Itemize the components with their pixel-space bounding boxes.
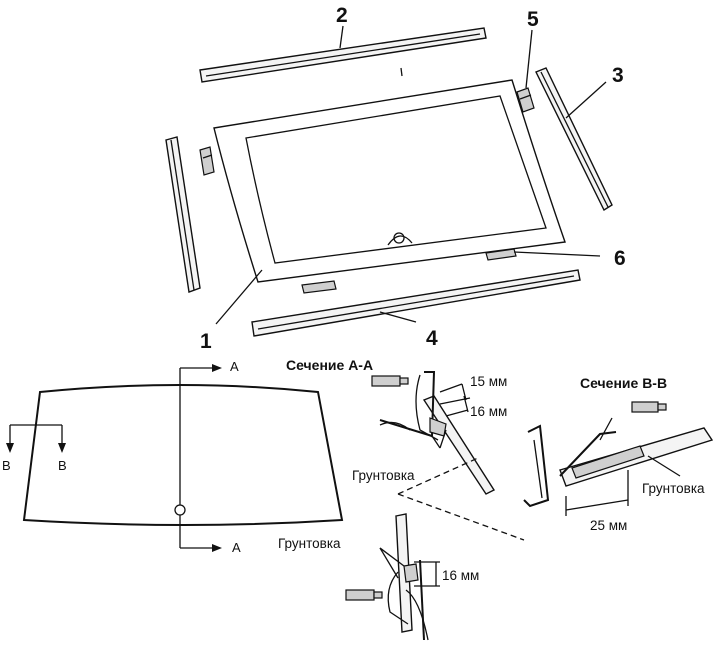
section-mark-a-bottom: A [232,540,241,555]
bottom-molding-part-4 [251,269,581,337]
section-bb-dim-25: 25 мм [590,518,627,533]
section-mark-a-top: A [230,359,239,374]
spacer-part-6 [485,248,517,261]
section-aa-primer-label: Грунтовка [352,468,415,483]
primer-tube-icon-lower [345,589,383,601]
primer-tube-icon [371,375,409,387]
callout-leaders [215,25,607,325]
callout-5: 5 [527,8,539,31]
spacer-center [301,280,337,294]
section-bb-drawing [523,401,714,516]
section-aa-title: Сечение А-А [286,357,373,373]
left-clip [199,146,215,176]
top-molding-part-2 [199,27,487,83]
lower-section-drawing [345,513,440,641]
projection-lines [397,457,525,541]
callout-2: 2 [336,4,348,27]
primer-tube-icon-bb [631,401,667,413]
rear-glass-part-1 [213,67,566,283]
callout-3: 3 [612,64,624,87]
section-mark-b-left: B [2,458,11,473]
section-mark-b-right: B [58,458,67,473]
right-molding-part-3 [535,67,613,212]
callout-1: 1 [200,330,212,353]
right-clip-part-5 [516,87,535,113]
section-bb-title: Сечение В-В [580,375,667,391]
callout-6: 6 [614,247,626,270]
section-bb-primer-label: Грунтовка [642,481,705,496]
section-aa-dim-15: 15 мм [470,374,507,389]
lower-primer-label: Грунтовка [278,536,341,551]
section-aa-drawing [371,371,496,495]
section-aa-dim-16: 16 мм [470,404,507,419]
callout-4: 4 [426,327,438,350]
glass-front-view [6,364,344,552]
lower-dim-16: 16 мм [442,568,479,583]
left-molding [165,136,201,293]
